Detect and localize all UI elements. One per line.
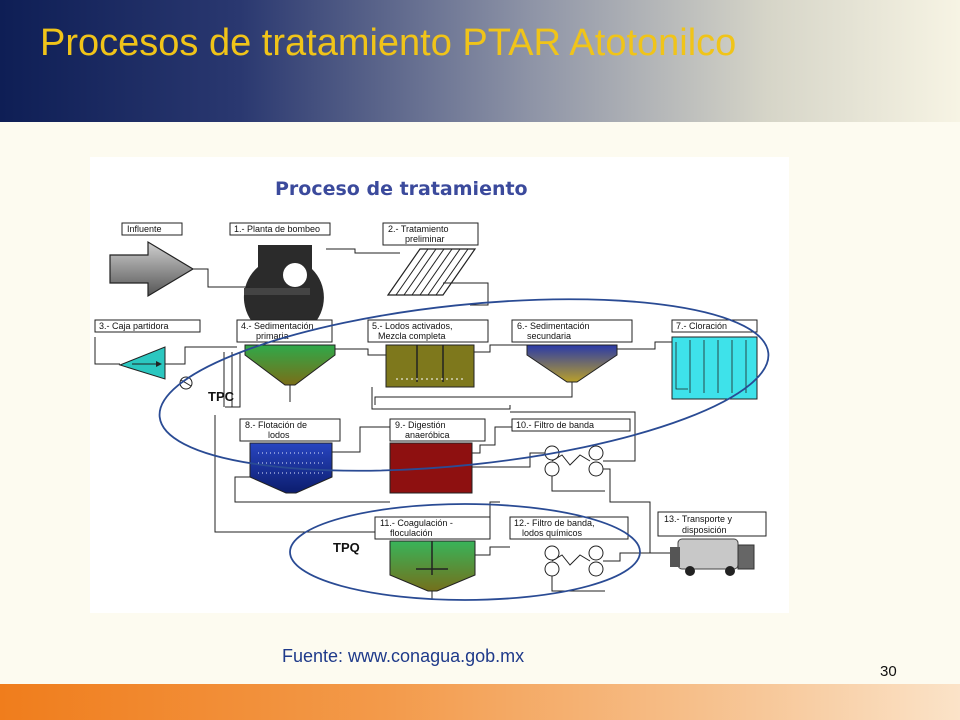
step-sedimentacion-primaria: 4.- Sedimentación primaria xyxy=(236,319,336,386)
step-caja-partidora: 3.- Caja partidora xyxy=(94,319,201,380)
slide-title: Procesos de tratamiento PTAR Atotonilco xyxy=(40,22,737,64)
transporte-label-2: disposición xyxy=(682,525,727,535)
diagram-title: Proceso de tratamiento xyxy=(275,178,528,200)
flotacion-lodos-label-1: 8.- Flotación de xyxy=(245,420,307,430)
filtro-quimicos-label-1: 12.- Filtro de banda, xyxy=(514,518,595,528)
tratamiento-preliminar-label-2: preliminar xyxy=(405,234,445,244)
pump-icon xyxy=(243,245,324,338)
cloracion-label: 7.- Cloración xyxy=(676,321,727,331)
step-lodos-activados: 5.- Lodos activados, Mezcla completa xyxy=(367,319,489,388)
lodos-activados-label-1: 5.- Lodos activados, xyxy=(372,321,453,331)
step-coagulacion-floculacion: 11.- Coagulación - floculación xyxy=(374,516,491,592)
step-planta-bombeo: 1.- Planta de bombeo xyxy=(229,222,331,338)
sedimentacion-secundaria-label-2: secundaria xyxy=(527,331,571,341)
process-diagram: Proceso de tratamiento Influente 1.- Pla… xyxy=(90,157,789,613)
step-cloracion: 7.- Cloración xyxy=(671,319,758,400)
step-filtro-banda: 10.- Filtro de banda xyxy=(511,418,631,477)
chemical-belt-filter-icon xyxy=(544,545,604,577)
screen-filter-icon xyxy=(386,248,477,296)
planta-bombeo-label: 1.- Planta de bombeo xyxy=(234,224,320,234)
step-tratamiento-preliminar: 2.- Tratamiento preliminar xyxy=(382,222,479,296)
header-gradient-band xyxy=(0,0,960,122)
coagulacion-label-1: 11.- Coagulación - xyxy=(380,518,453,528)
lodos-activados-label-2: Mezcla completa xyxy=(378,331,446,341)
influent-arrow-icon xyxy=(109,240,195,298)
tpc-label: TPC xyxy=(208,389,235,404)
tratamiento-preliminar-label-1: 2.- Tratamiento xyxy=(388,224,449,234)
source-caption: Fuente: www.conagua.gob.mx xyxy=(282,646,525,666)
belt-filter-icon xyxy=(544,445,604,477)
sedimentacion-primaria-label-1: 4.- Sedimentación xyxy=(241,321,314,331)
sedimentacion-primaria-label-2: primaria xyxy=(256,331,289,341)
transporte-label-1: 13.- Transporte y xyxy=(664,514,733,524)
step-sedimentacion-secundaria: 6.- Sedimentación secundaria xyxy=(511,319,633,383)
digestion-label-1: 9.- Digestión xyxy=(395,420,446,430)
filtro-banda-label: 10.- Filtro de banda xyxy=(516,420,594,430)
truck-icon xyxy=(670,538,755,576)
influente-label: Influente xyxy=(127,224,162,234)
step-influente: Influente xyxy=(109,222,195,298)
step-filtro-quimicos: 12.- Filtro de banda, lodos químicos xyxy=(509,516,629,577)
step-transporte-disposicion: 13.- Transporte y disposición xyxy=(657,511,767,576)
tpc-highlight-ellipse xyxy=(158,298,770,472)
flotacion-lodos-label-2: lodos xyxy=(268,430,290,440)
step-flotacion-lodos: 8.- Flotación de lodos xyxy=(239,418,341,494)
digestion-label-2: anaeróbica xyxy=(405,430,450,440)
page-number: 30 xyxy=(880,663,897,680)
step-digestion-anaerobica: 9.- Digestión anaeróbica xyxy=(389,418,486,494)
sedimentacion-secundaria-label-1: 6.- Sedimentación xyxy=(517,321,590,331)
coagulacion-label-2: floculación xyxy=(390,528,433,538)
tpq-label: TPQ xyxy=(333,540,360,555)
splitter-icon xyxy=(118,346,166,380)
tpq-highlight-ellipse xyxy=(289,503,641,601)
filtro-quimicos-label-2: lodos químicos xyxy=(522,528,583,538)
caja-partidora-label: 3.- Caja partidora xyxy=(99,321,169,331)
footer-gradient-band xyxy=(0,684,960,720)
